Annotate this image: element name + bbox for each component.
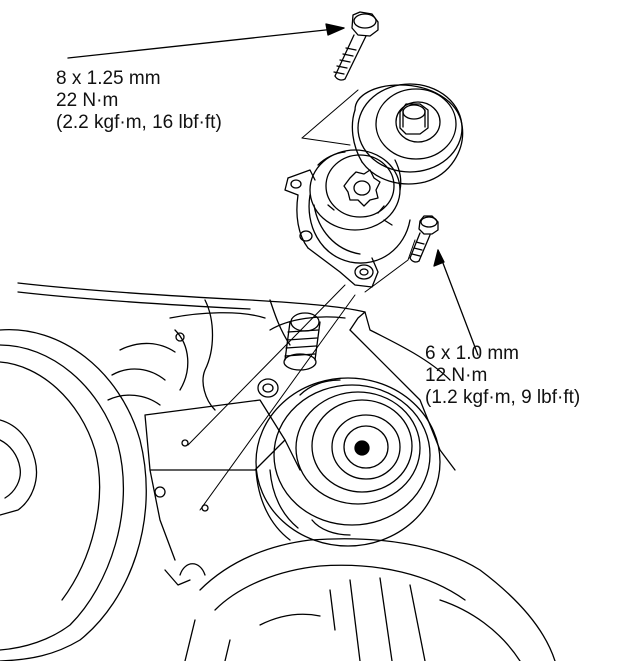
lower-bolt-size: 6 x 1.0 mm <box>425 343 519 364</box>
lower-bolt-torque-callout: 6 x 1.0 mm 12 N·m (1.2 kgf·m, 9 lbf·ft) <box>425 343 580 409</box>
idler-pulley <box>351 83 464 185</box>
lower-bolt-torque-nm: 12 N·m <box>425 365 488 386</box>
tensioner-body <box>284 149 411 288</box>
upper-bolt-size: 8 x 1.25 mm <box>56 68 161 89</box>
upper-bolt-torque-alt: (2.2 kgf·m, 16 lbf·ft) <box>56 112 222 133</box>
lower-bolt-torque-alt: (1.2 kgf·m, 9 lbf·ft) <box>425 387 581 408</box>
upper-bolt-torque-callout: 8 x 1.25 mm 22 N·m (2.2 kgf·m, 16 lbf·ft… <box>56 68 222 134</box>
upper-bolt-torque-nm: 22 N·m <box>56 90 119 111</box>
crank-pulley <box>0 329 147 661</box>
threaded-boss <box>283 312 321 371</box>
upper-bolt <box>333 11 379 81</box>
alignment-lines <box>187 89 416 511</box>
lower-bolt <box>409 215 439 263</box>
leader-arrows <box>67 23 479 356</box>
compressor-pulley <box>255 377 441 547</box>
